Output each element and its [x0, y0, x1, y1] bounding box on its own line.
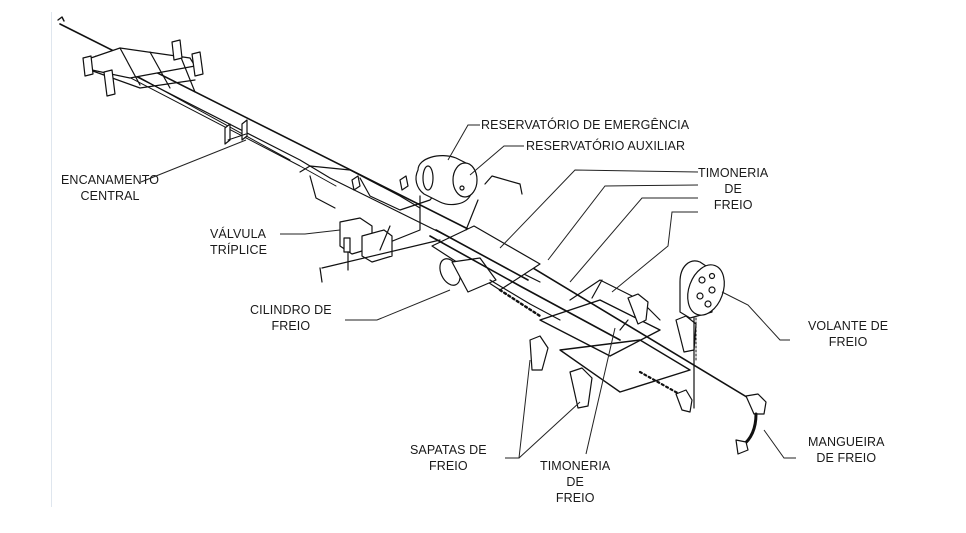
- label-line: VOLANTE DE: [808, 319, 889, 333]
- label-valvula-triplice: VÁLVULA TRÍPLICE: [210, 226, 267, 258]
- leader-res-auxiliar: [469, 145, 524, 176]
- pipe-bracket: [224, 119, 248, 145]
- label-line: DE FREIO: [816, 451, 877, 465]
- label-line: TIMONERIA: [698, 166, 769, 180]
- label-line: CENTRAL: [80, 189, 140, 203]
- label-volante-freio: VOLANTE DE FREIO: [808, 318, 888, 350]
- leader-timoneria-bottom: [585, 327, 616, 455]
- label-line: FREIO: [271, 319, 311, 333]
- leader-timoneria-top-4: [611, 211, 698, 293]
- label-text: RESERVATÓRIO DE EMERGÊNCIA: [481, 118, 690, 132]
- label-line: FREIO: [555, 491, 595, 505]
- label-line: FREIO: [713, 198, 753, 212]
- label-line: SAPATAS DE: [410, 443, 487, 457]
- leader-timoneria-top-2: [547, 184, 699, 261]
- leader-cilindro: [345, 289, 451, 321]
- label-line: DE: [566, 475, 584, 489]
- label-mangueira-freio: MANGUEIRA DE FREIO: [808, 434, 885, 466]
- brake-cylinder: [429, 175, 621, 341]
- leader-volante: [721, 291, 790, 341]
- label-line: DE: [724, 182, 742, 196]
- label-line: FREIO: [429, 459, 468, 473]
- leader-mangueira: [763, 429, 796, 459]
- leader-sapatas-1: [505, 359, 531, 459]
- left-frame-edge: [51, 12, 52, 507]
- leader-res-emergencia: [447, 124, 480, 161]
- label-line: MANGUEIRA: [808, 435, 885, 449]
- label-reservatorio-auxiliar: RESERVATÓRIO AUXILIAR: [526, 138, 685, 154]
- hand-brake-wheel: [679, 260, 725, 409]
- rear-truck-rigging: [529, 279, 697, 413]
- label-line: FREIO: [828, 335, 868, 349]
- front-truck-rigging: [82, 39, 204, 97]
- reservoir-tanks: [415, 155, 478, 206]
- label-sapatas-freio: SAPATAS DE FREIO: [410, 442, 487, 474]
- label-reservatorio-emergencia: RESERVATÓRIO DE EMERGÊNCIA: [481, 117, 689, 133]
- label-text: RESERVATÓRIO AUXILIAR: [526, 139, 686, 153]
- label-cilindro-freio: CILINDRO DE FREIO: [250, 302, 332, 334]
- leader-sapatas-2: [518, 401, 581, 459]
- label-timoneria-bottom: TIMONERIA DE FREIO: [540, 458, 610, 506]
- label-line: TRÍPLICE: [210, 243, 268, 257]
- label-line: ENCANAMENTO: [61, 173, 160, 187]
- leader-timoneria-top-3: [569, 197, 698, 283]
- leader-encanamento: [140, 139, 247, 183]
- leader-valvula: [280, 229, 341, 235]
- leader-lines: [140, 124, 796, 459]
- label-line: CILINDRO DE: [250, 303, 332, 317]
- branch-piping: [299, 165, 441, 247]
- label-timoneria-top: TIMONERIA DE FREIO: [698, 165, 768, 213]
- label-encanamento-central: ENCANAMENTO CENTRAL: [61, 172, 159, 204]
- label-line: TIMONERIA: [540, 459, 611, 473]
- leader-timoneria-top-1: [499, 169, 699, 249]
- label-line: VÁLVULA: [210, 227, 267, 241]
- brake-hose: [735, 393, 767, 455]
- triple-valve: [319, 217, 441, 283]
